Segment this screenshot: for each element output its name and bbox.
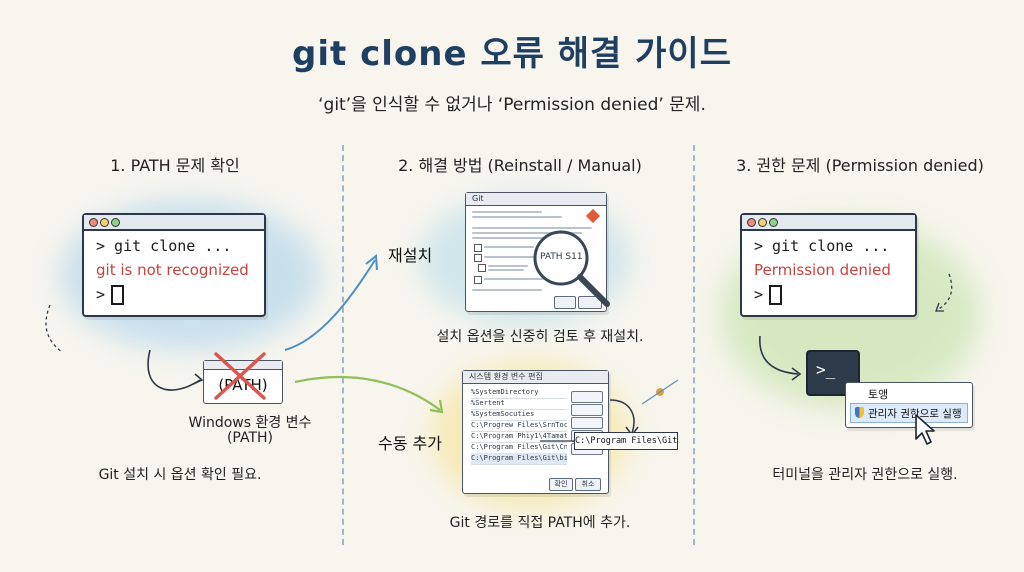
option-checkbox-3[interactable] xyxy=(478,264,486,272)
terminal-icon-glyph: >_ xyxy=(816,360,836,379)
terminal-error: Permission denied xyxy=(754,261,891,279)
maximize-dot-icon xyxy=(111,218,120,227)
option-checkbox-4[interactable] xyxy=(474,276,482,284)
path-entry-selected[interactable]: C:\Program Files\Git\bin xyxy=(471,453,567,465)
env-cancel-button[interactable]: 취소 xyxy=(575,478,601,491)
permission-caption: 터미널을 관리자 권한으로 실행. xyxy=(772,467,958,483)
env-var-label-2: (PATH) xyxy=(226,430,274,446)
section-path-title: 1. PATH 문제 확인 xyxy=(110,156,240,175)
section-fix-title: 2. 해결 방법 (Reinstall / Manual) xyxy=(398,156,642,175)
cursor-icon xyxy=(111,285,125,305)
path-list: %SystemDirectory %Sertent %SystemSocutie… xyxy=(463,387,573,471)
option-checkbox-2[interactable] xyxy=(474,254,482,262)
edit-button[interactable] xyxy=(571,404,603,416)
divider-right xyxy=(693,145,695,545)
manual-caption: Git 경로를 직접 PATH에 추가. xyxy=(449,515,631,531)
page-subtitle: ‘git’을 인식할 수 없거나 ‘Permission denied’ 문제. xyxy=(318,95,706,115)
context-menu: 토앵 관리자 권한으로 실행 xyxy=(845,382,973,428)
magnifier-icon xyxy=(533,230,610,307)
added-path-box: C:\Program Files\Git\bin xyxy=(574,432,678,450)
page-title: git clone 오류 해결 가이드 xyxy=(292,34,732,74)
path-entry[interactable]: %SystemDirectory xyxy=(471,387,567,399)
installer-titlebar: Git xyxy=(466,193,606,206)
red-x-icon xyxy=(214,352,266,400)
sparkle-icon xyxy=(641,379,679,405)
terminal-command: > git clone ... xyxy=(96,237,232,255)
installer-next-button[interactable] xyxy=(554,296,576,309)
path-terminal: > git clone ... git is not recognized > xyxy=(82,213,266,317)
path-entry[interactable]: %SystemSocuties xyxy=(471,409,567,421)
close-dot-icon xyxy=(747,218,756,227)
path-entry[interactable]: C:\Progrew Files\SrnTochice: xyxy=(471,420,567,432)
terminal-titlebar xyxy=(84,215,264,231)
path-entry[interactable]: C:\Program Phiy1\4Tamatelbin... xyxy=(471,431,567,443)
cursor-icon xyxy=(769,285,783,305)
prompt-symbol: > xyxy=(754,285,764,304)
reinstall-label: 재설치 xyxy=(388,246,433,265)
divider-left xyxy=(342,145,344,545)
minimize-dot-icon xyxy=(100,218,109,227)
option-checkbox-1[interactable] xyxy=(474,244,482,252)
manual-label: 수동 추가 xyxy=(378,434,442,453)
terminal-prompt: > xyxy=(754,285,783,305)
new-button[interactable] xyxy=(571,391,603,403)
prompt-symbol: > xyxy=(96,285,106,304)
run-as-admin-item[interactable]: 관리자 권한으로 실행 xyxy=(850,403,968,423)
path-caption: Git 설치 시 옵션 확인 필요. xyxy=(98,467,262,483)
env-var-dialog: 시스템 환경 변수 편집 %SystemDirectory %Sertent %… xyxy=(462,370,609,494)
browse-button[interactable] xyxy=(571,417,603,429)
terminal-command: > git clone ... xyxy=(754,237,890,255)
run-as-admin-label: 관리자 권한으로 실행 xyxy=(868,408,962,420)
permission-terminal: > git clone ... Permission denied > xyxy=(740,213,917,317)
reinstall-caption: 설치 옵션을 신중히 검토 후 재설치. xyxy=(436,329,644,345)
dashed-arrow-right xyxy=(935,273,953,312)
terminal-prompt: > xyxy=(96,285,125,305)
section-permission-title: 3. 권한 문제 (Permission denied) xyxy=(736,156,984,175)
terminal-error: git is not recognized xyxy=(96,261,249,279)
arrow-to-reinstall xyxy=(284,254,378,351)
path-entry[interactable]: %Sertent xyxy=(471,398,567,410)
dashed-arrow-left xyxy=(45,304,63,353)
git-logo-icon xyxy=(585,208,601,224)
close-dot-icon xyxy=(89,218,98,227)
mouse-pointer-icon xyxy=(915,414,935,445)
arrow-to-manual xyxy=(294,376,444,414)
context-menu-title: 토앵 xyxy=(868,388,889,401)
terminal-titlebar xyxy=(742,215,915,231)
minimize-dot-icon xyxy=(758,218,767,227)
maximize-dot-icon xyxy=(769,218,778,227)
curved-arrow-perm xyxy=(759,335,802,381)
path-box-titlebar xyxy=(204,361,282,370)
curved-arrow-path xyxy=(147,349,204,391)
connector-line xyxy=(540,440,576,442)
env-ok-button[interactable]: 확인 xyxy=(549,478,573,491)
env-var-label-1: Windows 환경 변수 xyxy=(188,415,312,431)
magnifier-text: PATH S11 xyxy=(540,252,583,262)
env-var-titlebar: 시스템 환경 변수 편집 xyxy=(463,371,608,384)
shield-icon xyxy=(855,407,864,418)
